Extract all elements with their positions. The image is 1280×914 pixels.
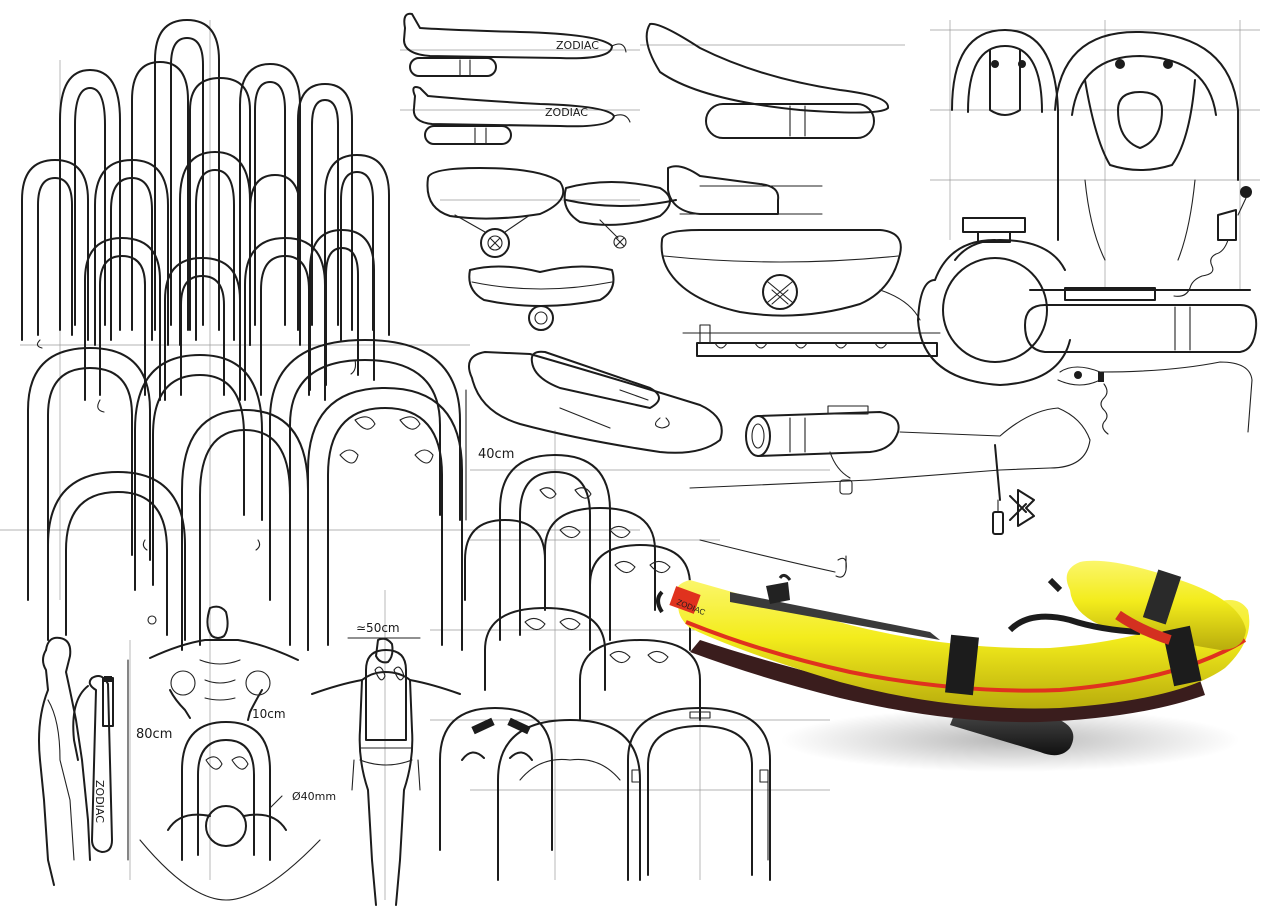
harness-arch-studies xyxy=(439,454,771,881)
human-torso-front xyxy=(149,605,299,721)
zodiac-wordmark-2: ZODIAC xyxy=(545,106,588,119)
arm-with-tube-study xyxy=(468,350,1253,535)
buoy-side-studies: ZODIAC ZODIAC xyxy=(403,12,889,145)
buoy-front-study xyxy=(660,229,921,321)
bluetooth-icon xyxy=(1009,489,1035,527)
human-figure-back xyxy=(311,637,461,906)
zodiac-wordmark-3: ZODIAC xyxy=(93,780,106,823)
harness-top-studies xyxy=(951,29,1252,297)
depth-10-label: 10cm xyxy=(252,707,286,721)
buoy-loop-studies xyxy=(21,19,390,413)
buckle-and-side-buoy xyxy=(917,217,1258,386)
clip-bar-study xyxy=(682,324,941,357)
buoy-top-studies xyxy=(426,165,823,331)
buoy-3d-render: ZODIAC xyxy=(656,560,1250,772)
height-40-label: 40cm xyxy=(478,447,514,462)
buoy-arch-studies xyxy=(27,339,463,651)
buoy-head-study xyxy=(139,721,321,901)
buoy-hook-study xyxy=(699,539,847,578)
zodiac-wordmark-1: ZODIAC xyxy=(556,39,599,52)
width-50-label: ≃50cm xyxy=(356,621,400,635)
diameter-40mm-label: Ø40mm xyxy=(292,790,336,803)
measurement-annotations: 40cm ≃50cm 80cm 10cm Ø40mm xyxy=(127,389,514,861)
human-figure-side: ZODIAC xyxy=(38,636,114,886)
height-80-label: 80cm xyxy=(136,727,172,742)
